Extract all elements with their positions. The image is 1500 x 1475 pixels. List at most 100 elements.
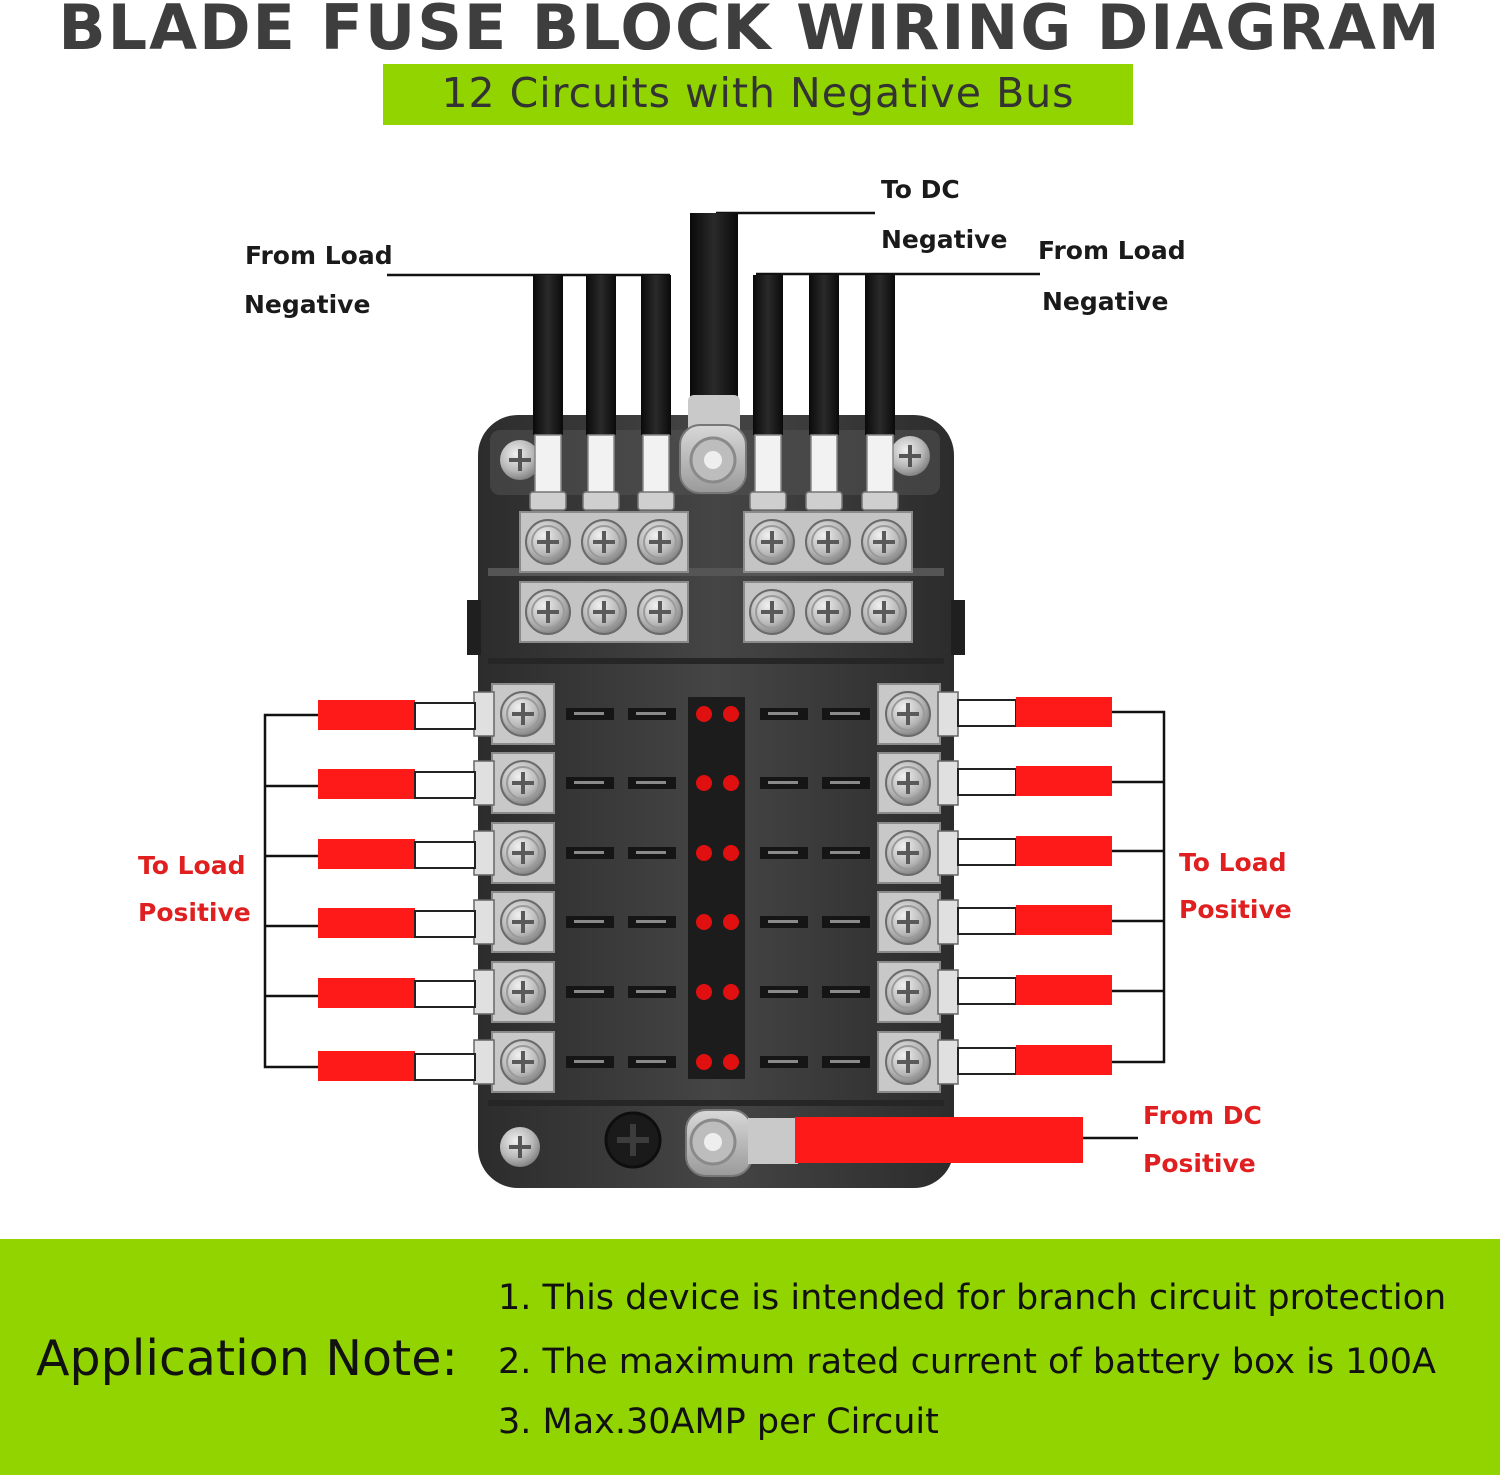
terminal-lug — [473, 830, 495, 876]
plus-screw-icon — [749, 589, 795, 635]
led-indicator-icon — [696, 1054, 712, 1070]
led-indicators — [696, 706, 739, 1070]
application-note-title: Application Note: — [36, 1330, 458, 1387]
wire-terminal — [534, 434, 562, 498]
plus-screw-icon — [525, 519, 571, 565]
diagram-title: BLADE FUSE BLOCK WIRING DIAGRAM — [58, 0, 1442, 64]
fuse-contact — [636, 781, 666, 784]
label-from-load-negative-right: Negative — [1042, 287, 1169, 316]
wire-sleeve-right — [957, 768, 1017, 796]
plus-screw-icon — [500, 1039, 546, 1085]
plus-screw-icon — [885, 1039, 931, 1085]
led-indicator-icon — [696, 775, 712, 791]
led-indicator-icon — [696, 845, 712, 861]
fuse-contact — [574, 712, 604, 715]
label-to-dc: To DC — [881, 175, 960, 204]
fuse-contact — [768, 851, 798, 854]
positive-load-wires — [318, 697, 1112, 1081]
fuse-contact — [636, 712, 666, 715]
terminal-lug — [473, 899, 495, 945]
wire-sleeve-left — [414, 910, 476, 938]
fuse-rows — [473, 683, 959, 1093]
plus-screw-icon — [500, 899, 546, 945]
wire-terminal — [587, 434, 615, 498]
negative-load-wires — [529, 275, 899, 511]
fuse-contact — [768, 920, 798, 923]
plus-screw-icon — [885, 899, 931, 945]
plus-screw-icon — [749, 519, 795, 565]
label-to-load-positive-right: Positive — [1179, 895, 1292, 924]
label-to-load-left: To Load — [138, 851, 246, 880]
led-indicator-icon — [723, 845, 739, 861]
terminal-crimp — [582, 491, 620, 511]
terminal-crimp — [637, 491, 675, 511]
red-wire-left — [318, 1051, 415, 1081]
wire-terminal — [810, 434, 838, 498]
fuse-contact — [830, 990, 860, 993]
negative-bus-bars — [519, 511, 913, 643]
label-from-load-right: From Load — [1038, 236, 1186, 265]
fuse-contact — [830, 1060, 860, 1063]
red-wire-left — [318, 908, 415, 938]
application-note-band — [0, 1239, 1500, 1475]
dc-positive-wire — [685, 1109, 1138, 1177]
led-indicator-icon — [696, 706, 712, 722]
wire-sleeve-left — [414, 841, 476, 869]
wire-sleeve-right — [957, 907, 1017, 935]
fuse-contact — [636, 1060, 666, 1063]
led-indicator-icon — [723, 706, 739, 722]
fuse-contact — [830, 851, 860, 854]
red-wire-right — [1016, 836, 1112, 866]
wire-sleeve-left — [414, 771, 476, 799]
plus-screw-icon — [500, 760, 546, 806]
red-wire-right — [1016, 697, 1112, 727]
terminal-crimp — [749, 491, 787, 511]
plus-screw-icon — [805, 589, 851, 635]
fuse-contact — [830, 712, 860, 715]
black-wire — [641, 275, 671, 435]
plus-screw-icon — [500, 969, 546, 1015]
led-indicator-icon — [723, 914, 739, 930]
fuse-contact — [574, 851, 604, 854]
wire-terminal — [866, 434, 894, 498]
wire-sleeve-left — [414, 980, 476, 1008]
red-wire-left — [318, 839, 415, 869]
plus-screw-icon — [885, 969, 931, 1015]
terminal-lug — [937, 830, 959, 876]
wire-sleeve-left — [414, 702, 476, 730]
led-indicator-icon — [723, 775, 739, 791]
terminal-crimp — [529, 491, 567, 511]
wire-sleeve-right — [957, 699, 1017, 727]
black-wire — [753, 275, 783, 435]
terminal-crimp — [805, 491, 843, 511]
plus-screw-icon — [637, 589, 683, 635]
fuse-contact — [636, 851, 666, 854]
plus-screw-icon — [581, 519, 627, 565]
led-indicator-icon — [723, 1054, 739, 1070]
red-wire-right — [1016, 766, 1112, 796]
fuse-contact — [636, 920, 666, 923]
black-wire — [865, 275, 895, 435]
red-wire-right — [1016, 975, 1112, 1005]
plus-screw-icon — [500, 691, 546, 737]
label-from-dc: From DC — [1143, 1101, 1262, 1130]
fuse-contact — [574, 990, 604, 993]
led-indicator-icon — [723, 984, 739, 1000]
wire-sleeve-left — [414, 1053, 476, 1081]
application-note-item-1: 1. This device is intended for branch ci… — [498, 1278, 1447, 1318]
wire-sleeve-right — [957, 1047, 1017, 1075]
label-from-load-left: From Load — [245, 241, 393, 270]
wire-sleeve-right — [957, 838, 1017, 866]
terminal-crimp — [861, 491, 899, 511]
plus-screw-icon — [805, 519, 851, 565]
fuse-contact — [768, 712, 798, 715]
led-indicator-icon — [696, 984, 712, 1000]
plus-screw-icon — [637, 519, 683, 565]
black-wire — [586, 275, 616, 435]
label-from-load-negative-left: Negative — [244, 290, 371, 319]
dc-negative-wire — [679, 213, 747, 494]
terminal-lug — [937, 899, 959, 945]
red-wire-left — [318, 700, 415, 730]
led-strip — [688, 697, 745, 1079]
plus-screw-icon — [525, 589, 571, 635]
